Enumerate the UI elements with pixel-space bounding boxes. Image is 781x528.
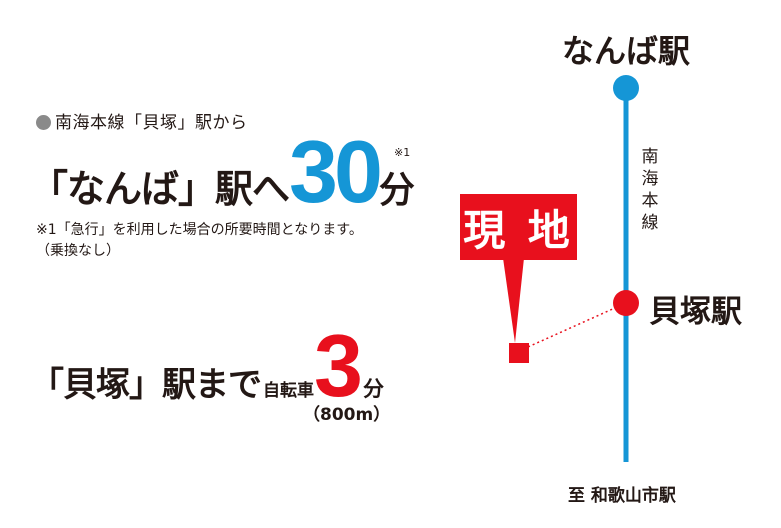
kaizuka-station-dot bbox=[613, 290, 639, 316]
namba-station-label: なんば駅 bbox=[562, 32, 691, 70]
bicycle-mode: 自転車 bbox=[263, 381, 314, 401]
site-callout-pointer bbox=[503, 258, 524, 343]
site-callout: 現 地 bbox=[460, 194, 577, 260]
direction-label: 至 和歌山市駅 bbox=[568, 486, 676, 506]
kaizuka-prefix: 「貝塚」駅まで bbox=[30, 365, 262, 405]
kaizuka-minutes: 3 bbox=[314, 316, 363, 415]
namba-footnote-mark: ※1 bbox=[394, 146, 411, 159]
line-char: 南 bbox=[641, 147, 659, 167]
line-char: 線 bbox=[641, 213, 659, 233]
line-char: 海 bbox=[641, 169, 659, 189]
kaizuka-minutes-unit: 分 bbox=[362, 377, 384, 401]
site-connector-line bbox=[518, 302, 627, 352]
bullet-dot-icon bbox=[36, 115, 51, 130]
site-label: 現 地 bbox=[463, 205, 574, 255]
namba-travel-time: 「なんば」駅へ30分 bbox=[30, 128, 415, 216]
site-callout-box bbox=[460, 194, 577, 260]
namba-minutes-unit: 分 bbox=[378, 170, 415, 211]
site-marker bbox=[509, 343, 529, 363]
namba-prefix: 「なんば」駅へ bbox=[30, 167, 290, 211]
kaizuka-travel-time: 「貝塚」駅まで自転車3分 bbox=[30, 322, 384, 410]
kaizuka-station-label: 貝塚駅 bbox=[649, 294, 742, 330]
namba-minutes: 30 bbox=[289, 122, 383, 221]
line-char: 本 bbox=[641, 191, 659, 211]
footnote-no-transfer: （乗換なし） bbox=[36, 243, 120, 259]
lead-text: 南海本線「貝塚」駅から bbox=[36, 108, 248, 133]
bicycle-distance: （800m） bbox=[303, 405, 391, 425]
lead-label: 南海本線「貝塚」駅から bbox=[55, 113, 248, 133]
footnote-express: ※1「急行」を利用した場合の所要時間となります。 bbox=[36, 222, 363, 238]
nankai-line-label: 南 海 本 線 bbox=[640, 146, 660, 234]
namba-station-dot bbox=[613, 75, 639, 101]
